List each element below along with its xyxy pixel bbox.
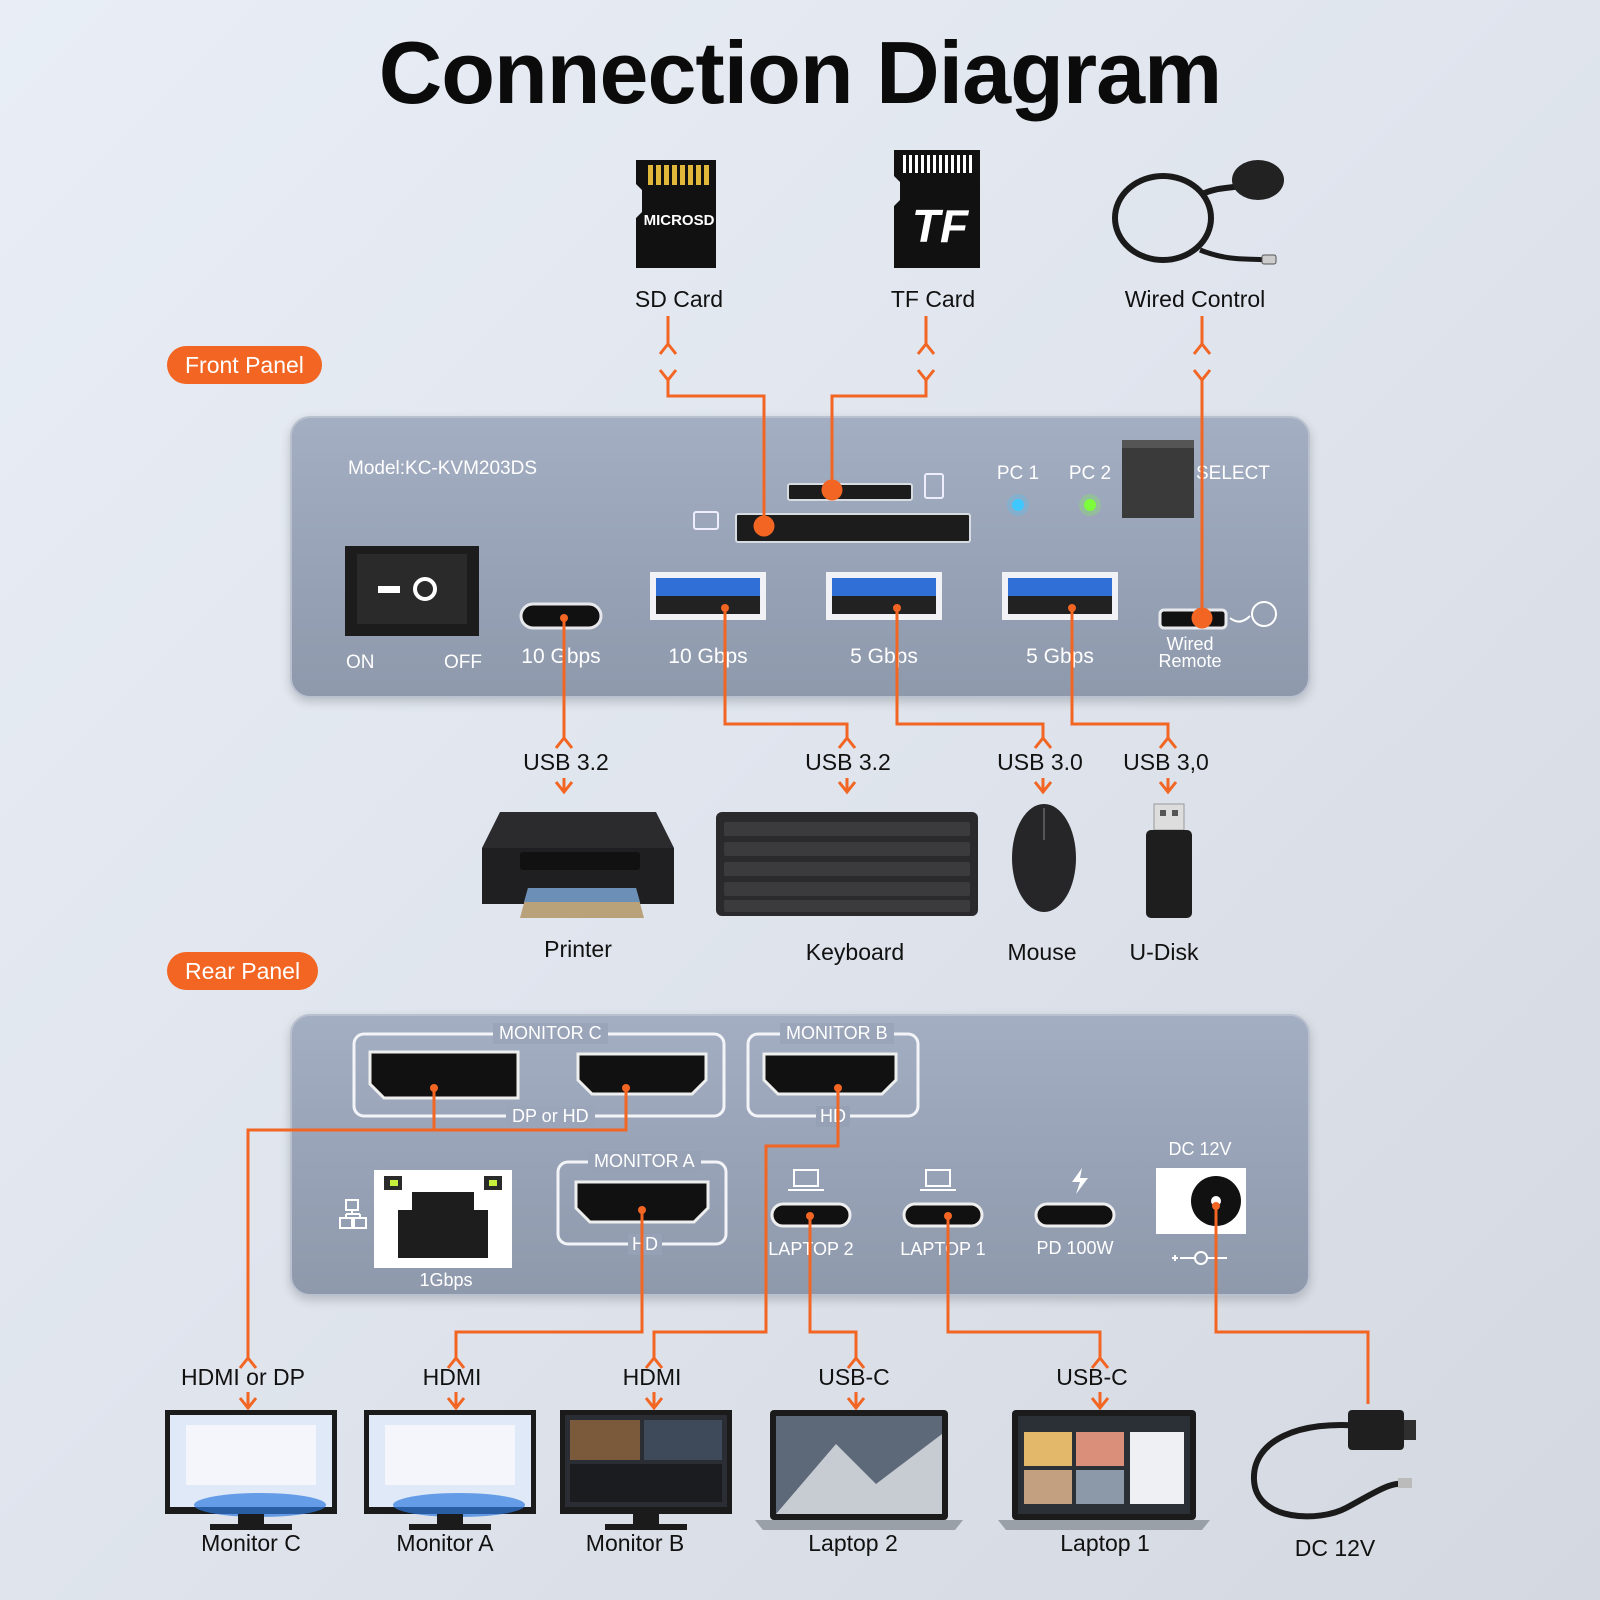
pc2-led-icon bbox=[1084, 499, 1096, 511]
laptop-1-name: Laptop 1 bbox=[1060, 1530, 1150, 1556]
wired-control-icon bbox=[1112, 160, 1284, 265]
hdmi-b-port bbox=[762, 1052, 898, 1096]
printer-label: Printer bbox=[544, 936, 612, 962]
laptop-1-icon bbox=[998, 1410, 1210, 1530]
sd-card-icon: MICROSD bbox=[636, 160, 716, 268]
keyboard-icon bbox=[716, 812, 978, 916]
monitor-b-label: MONITOR B bbox=[780, 1023, 894, 1044]
keyboard-label: Keyboard bbox=[805, 939, 905, 965]
monitor-b-icon bbox=[560, 1410, 732, 1530]
model-label: Model:KC-KVM203DS bbox=[348, 458, 538, 479]
tf-card-icon: TF bbox=[894, 150, 980, 268]
pc1-label: PC 1 bbox=[996, 463, 1040, 484]
monitor-a-icon bbox=[364, 1410, 536, 1530]
printer-icon bbox=[482, 812, 674, 918]
select-button bbox=[1122, 440, 1194, 518]
udisk-icon bbox=[1146, 803, 1192, 918]
mouse-icon bbox=[1012, 804, 1076, 912]
laptop-2-name: Laptop 2 bbox=[808, 1530, 898, 1556]
monitor-b-name: Monitor B bbox=[585, 1530, 685, 1556]
dc-adapter-name: DC 12V bbox=[1294, 1535, 1376, 1561]
page-title: Connection Diagram bbox=[378, 23, 1223, 122]
dc-port-label: DC 12V bbox=[1168, 1139, 1232, 1159]
monitor-c-label: MONITOR C bbox=[493, 1023, 608, 1044]
power-bolt-icon bbox=[1072, 1168, 1088, 1194]
pc2-label: PC 2 bbox=[1068, 463, 1112, 484]
front-panel-badge: Front Panel bbox=[167, 346, 322, 384]
sd-slot bbox=[735, 513, 971, 543]
laptop1-icon bbox=[925, 1169, 951, 1187]
switch-on-label: ON bbox=[346, 652, 375, 673]
power-switch bbox=[345, 546, 479, 636]
monitor-a-name: Monitor A bbox=[396, 1530, 494, 1556]
monitor-c-name: Monitor C bbox=[201, 1530, 301, 1556]
udisk-label: U-Disk bbox=[1129, 939, 1199, 965]
mouse-label: Mouse bbox=[1007, 939, 1077, 965]
tf-card-label: TF Card bbox=[890, 286, 976, 312]
pc1-led-icon bbox=[1012, 499, 1024, 511]
sd-card-label: SD Card bbox=[634, 286, 724, 312]
switch-off-label: OFF bbox=[444, 652, 482, 673]
tf-chip-label: TF bbox=[912, 200, 970, 252]
sd-chip-label: MICROSD bbox=[644, 212, 715, 229]
monitor-c-icon bbox=[165, 1410, 337, 1530]
laptop-2-icon bbox=[755, 1410, 963, 1530]
select-label: SELECT bbox=[1196, 463, 1270, 484]
front-usbc-label: 10 Gbps bbox=[521, 645, 601, 668]
remote-icon bbox=[1251, 601, 1277, 627]
wired-control-label: Wired Control bbox=[1124, 286, 1266, 312]
dc-adapter-icon bbox=[1250, 1410, 1416, 1520]
rear-panel-badge: Rear Panel bbox=[167, 952, 319, 990]
